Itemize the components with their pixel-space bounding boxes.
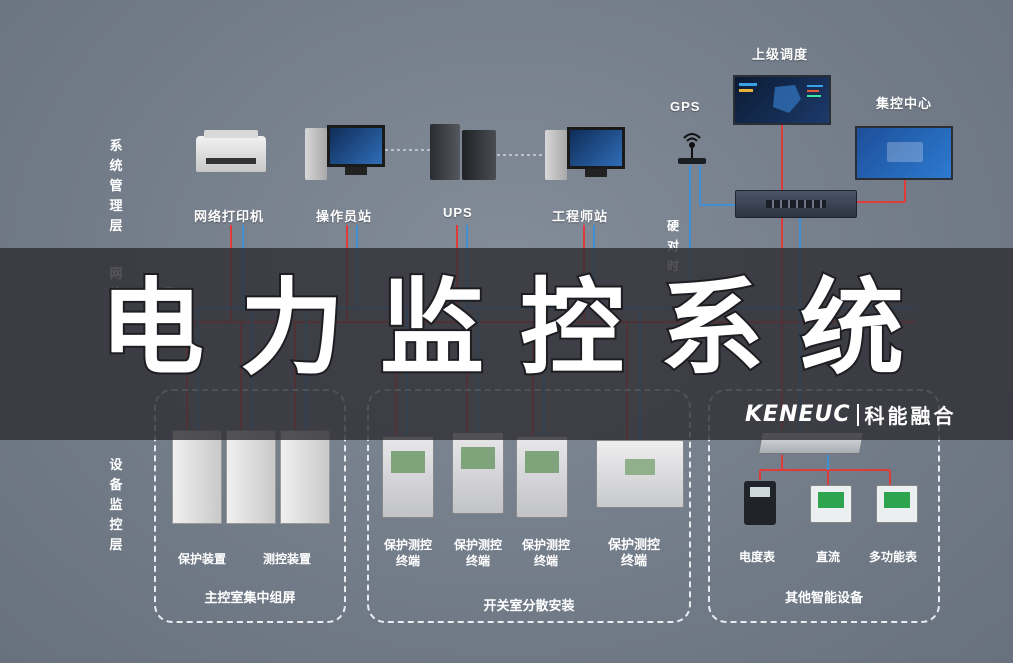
label-terminal-4: 保护测控终端 xyxy=(607,537,660,568)
printer-icon xyxy=(196,130,266,172)
multifunction-meter-icon xyxy=(876,485,918,523)
brand-name-en: KENEUC xyxy=(745,402,851,427)
brand-logo: KENEUC 科能融合 xyxy=(745,400,957,429)
label-center: 集控中心 xyxy=(876,96,933,111)
label-protect: 保护装置 xyxy=(178,552,227,566)
label-switch-room: 开关室分散安装 xyxy=(483,598,575,613)
engineer-monitor-icon xyxy=(567,127,625,169)
dc-meter-icon xyxy=(810,485,852,523)
monitor-stand xyxy=(345,167,367,175)
control-center-screen xyxy=(855,126,953,180)
label-main-room: 主控室集中组屏 xyxy=(204,590,296,605)
layer-label-system: 系统管理层 xyxy=(109,138,123,233)
layer-label-device: 设备监控层 xyxy=(109,457,123,552)
operator-tower-icon xyxy=(305,128,327,180)
label-dc: 直流 xyxy=(816,550,841,564)
login-panel-icon xyxy=(887,142,923,162)
ups-cabinet-icon xyxy=(430,124,460,180)
title-banner xyxy=(0,248,1013,440)
label-engineer: 工程师站 xyxy=(552,209,609,224)
label-meter: 电度表 xyxy=(739,550,776,564)
operator-monitor-icon xyxy=(327,125,385,167)
energy-meter-icon xyxy=(744,481,776,525)
label-ups: UPS xyxy=(443,205,473,220)
gps-antenna-icon xyxy=(678,133,706,164)
monitor-stand xyxy=(585,169,607,177)
engineer-tower-icon xyxy=(545,130,567,180)
terminal-unit-1 xyxy=(382,436,434,518)
dispatch-screen xyxy=(733,75,831,125)
label-dispatch: 上级调度 xyxy=(752,47,809,62)
cabinet-1 xyxy=(172,430,222,524)
label-terminal-1: 保护测控终端 xyxy=(383,538,432,568)
terminal-unit-2 xyxy=(452,432,504,514)
label-multi: 多功能表 xyxy=(869,550,918,564)
cabinet-2 xyxy=(226,430,276,524)
ups-cabinet-icon-2 xyxy=(462,130,496,180)
brand-separator xyxy=(856,403,859,426)
dispatch-map-icon xyxy=(739,83,823,113)
label-terminal-2: 保护测控终端 xyxy=(453,538,502,568)
network-switch-main xyxy=(735,190,857,218)
label-other-devices: 其他智能设备 xyxy=(784,590,863,605)
main-title: 电力监控系统 xyxy=(98,266,941,390)
brand-name-cn: 科能融合 xyxy=(864,406,957,428)
terminal-unit-4 xyxy=(596,440,684,508)
label-gps: GPS xyxy=(670,99,701,114)
terminal-unit-3 xyxy=(516,436,568,518)
label-operator: 操作员站 xyxy=(316,209,373,224)
label-measure: 测控装置 xyxy=(263,552,312,566)
cabinet-3 xyxy=(280,430,330,524)
label-terminal-3: 保护测控终端 xyxy=(521,538,570,568)
label-printer: 网络打印机 xyxy=(194,209,265,224)
